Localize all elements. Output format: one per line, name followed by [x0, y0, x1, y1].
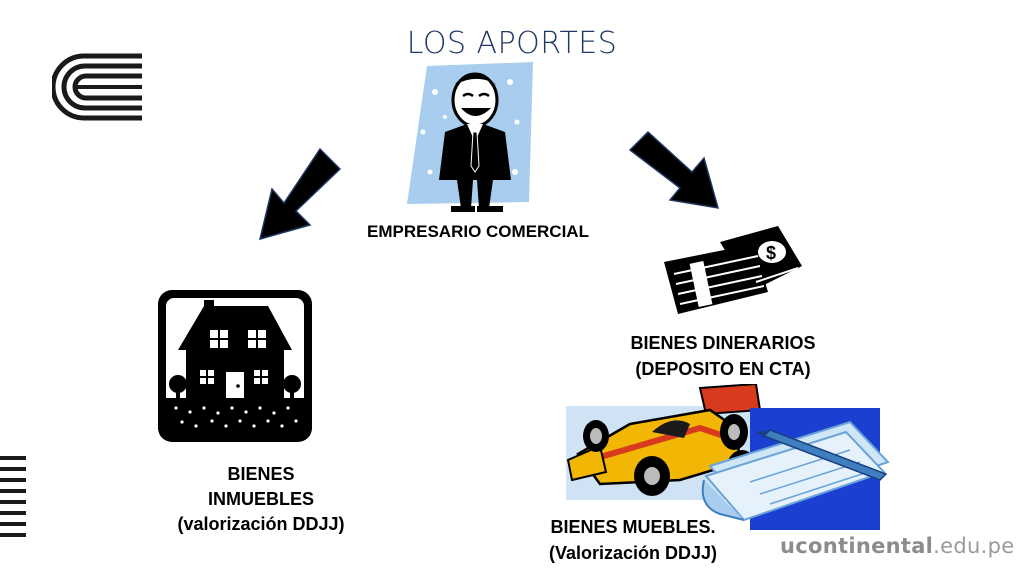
- arrow-down-right-icon: [628, 130, 720, 209]
- inmuebles-text: INMUEBLES: [207, 489, 314, 509]
- brand-domain: .edu.pe: [933, 534, 1015, 558]
- race-car-clipart-icon: [566, 384, 762, 500]
- right-bottom-label: BIENES MUEBLES. (Valorización DDJJ): [526, 514, 740, 566]
- brand-name: ucontinental: [780, 534, 934, 558]
- center-label: EMPRESARIO COMERCIAL: [367, 222, 589, 241]
- bienes-dinerarios-text: BIENES DINERARIOS: [630, 333, 816, 353]
- slide-title: LOS APORTES: [406, 26, 618, 61]
- left-label: BIENES INMUEBLES (valorización DDJJ): [150, 462, 372, 537]
- valorizacion-text: (valorización DDJJ): [177, 514, 345, 534]
- footer-brand: ucontinental.edu.pe: [780, 534, 1014, 558]
- arrow-down-left-icon: [258, 147, 342, 241]
- money-stack-icon: $: [664, 226, 802, 314]
- valorizacion-muebles-text: (Valorización DDJJ): [548, 543, 718, 563]
- bienes-text: BIENES: [227, 464, 295, 484]
- svg-text:$: $: [766, 243, 776, 263]
- deposito-text: (DEPOSITO EN CTA): [635, 359, 811, 379]
- checkbook-pen-clipart-icon: [701, 408, 890, 530]
- businessman-clipart-icon: [407, 62, 533, 212]
- right-top-label: BIENES DINERARIOS (DEPOSITO EN CTA): [590, 330, 856, 382]
- house-icon: [158, 290, 312, 442]
- bienes-muebles-text: BIENES MUEBLES.: [550, 517, 716, 537]
- side-stripes-decoration: [0, 456, 26, 546]
- continental-logo-icon: [52, 53, 142, 121]
